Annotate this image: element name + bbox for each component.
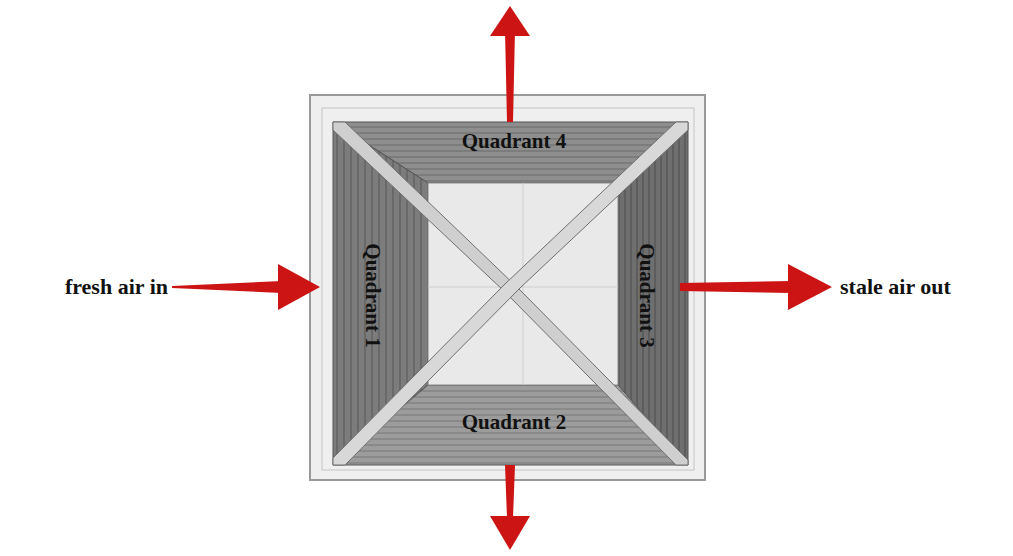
divider-blade — [333, 122, 688, 465]
arrow-shaft — [505, 30, 515, 122]
quadrant-label: Quadrant 3 — [634, 244, 657, 348]
outer-housing — [310, 95, 705, 480]
flow-label: stale air out — [840, 275, 951, 299]
arrow-head — [278, 264, 320, 310]
quadrant-2-band — [333, 385, 688, 465]
quadrant-label: Quadrant 1 — [360, 244, 383, 348]
center-line — [428, 287, 618, 288]
arrow-head — [490, 6, 530, 36]
quadrant-label: Quadrant 4 — [462, 130, 566, 153]
flow-arrows — [172, 6, 832, 550]
flow-label: fresh air in — [65, 275, 168, 299]
arrow-shaft — [505, 465, 515, 518]
arrow-shaft — [172, 281, 282, 293]
divider-blade — [333, 122, 688, 465]
housing-edge — [322, 108, 694, 470]
arrow-head — [490, 516, 530, 550]
quadrant-label: Quadrant 2 — [462, 411, 566, 434]
arrow-head — [788, 264, 832, 310]
arrow-shaft — [680, 281, 792, 293]
